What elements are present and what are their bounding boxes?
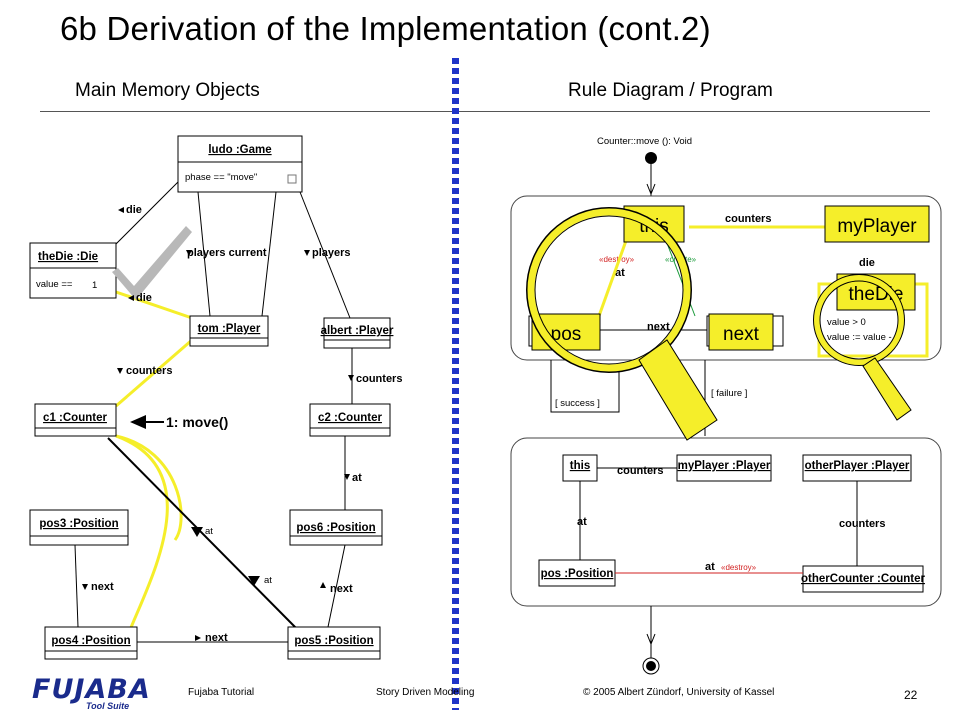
c1-object: c1 :Counter [34, 403, 117, 437]
die-value: 1 [92, 280, 97, 291]
heading-rule [40, 111, 930, 112]
memory-diagram: ludo :Game phase == "move" theDie :Die v… [29, 135, 402, 660]
svg-text:albert :Player: albert :Player [321, 325, 394, 337]
next-label-2: next [330, 583, 353, 595]
at-link-2: at [577, 516, 587, 528]
move-call: 1: move() [130, 414, 228, 430]
svg-text:pos6 :Position: pos6 :Position [296, 522, 375, 534]
svg-text:c1 :Counter: c1 :Counter [43, 412, 107, 424]
value-condition: value > 0 [827, 317, 866, 328]
failure-guard: [ failure ] [711, 388, 747, 399]
die-link-label: die [126, 204, 142, 216]
albert-object: albert :Player [321, 317, 394, 349]
counters-label-2: counters [356, 373, 402, 385]
myplayer-tag: myPlayer [824, 205, 930, 243]
counters-link: counters [725, 213, 771, 225]
svg-text:c2 :Counter: c2 :Counter [318, 412, 382, 424]
game-object: ludo :Game phase == "move" [177, 135, 303, 193]
memory-links [74, 179, 353, 643]
this-object: this [570, 460, 590, 472]
pos3-object: pos3 :Position [29, 509, 129, 546]
right-heading: Rule Diagram / Program [568, 80, 773, 101]
magnifier-icon [526, 207, 718, 441]
die-link-label-2: die [136, 292, 152, 304]
svg-text:myPlayer: myPlayer [837, 216, 917, 237]
at-destroy-link: at [705, 561, 715, 573]
counters-label: counters [126, 365, 172, 377]
pos-object: pos :Position [541, 568, 614, 580]
at-link: at [615, 267, 625, 279]
pos4-object: pos4 :Position [44, 626, 138, 660]
c2-object: c2 :Counter [309, 403, 391, 437]
at-diag-label: at [205, 526, 213, 537]
svg-text:next: next [723, 324, 760, 345]
counters-link-2: counters [617, 465, 663, 477]
pos6-object: pos6 :Position [289, 509, 383, 546]
die-title: theDie :Die [38, 251, 98, 263]
next-label-3: next [205, 632, 228, 644]
game-attr: phase == "move" [185, 172, 257, 183]
at-diag-label-2: at [264, 575, 272, 586]
counters-link-3: counters [839, 518, 885, 530]
svg-text:pos5 :Position: pos5 :Position [294, 635, 373, 647]
players-label: players [312, 247, 351, 259]
fujaba-logo: FUJABA [32, 674, 151, 705]
success-guard: [ success ] [555, 398, 600, 409]
destroy-stereotype: «destroy» [599, 255, 635, 264]
die-object: theDie :Die value == 1 [29, 242, 117, 299]
link-arrows [82, 207, 354, 641]
next-link: next [647, 321, 670, 333]
fujaba-logo-subtitle: Tool Suite [86, 701, 130, 711]
tom-object: tom :Player [189, 315, 269, 347]
checkmark-icon [112, 226, 192, 300]
footer-left: Fujaba Tutorial [188, 687, 255, 698]
next-tag: next [708, 313, 774, 351]
method-signature: Counter::move (): Void [597, 136, 692, 147]
game-title: ludo :Game [208, 144, 271, 156]
die-link: die [859, 257, 875, 269]
svg-text:tom :Player: tom :Player [198, 323, 261, 335]
left-heading: Main Memory Objects [75, 80, 260, 101]
next-label: next [91, 581, 114, 593]
pos5-object: pos5 :Position [287, 626, 381, 660]
players-current-label: players current [187, 247, 267, 259]
value-assignment: value := value - 1 [827, 332, 900, 343]
myplayer-object: myPlayer :Player [678, 460, 771, 472]
die-attr: value == [36, 279, 73, 290]
svg-text:pos3 :Position: pos3 :Position [39, 518, 118, 530]
footer-middle: Story Driven Modeling [376, 687, 475, 698]
highlight-links [115, 290, 193, 631]
page-number: 22 [904, 688, 918, 702]
othercounter-object: otherCounter :Counter [801, 573, 925, 585]
at-label: at [352, 472, 362, 484]
rule-diagram: Counter::move (): Void counters die «des… [510, 136, 942, 675]
page-title: 6b Derivation of the Implementation (con… [60, 10, 711, 47]
svg-text:pos4 :Position: pos4 :Position [51, 635, 130, 647]
svg-text:pos: pos [551, 324, 582, 345]
column-divider [452, 58, 459, 710]
magnifier-icon-small [813, 274, 912, 421]
svg-text:1: move(): 1: move() [166, 414, 228, 430]
footer-right: © 2005 Albert Zündorf, University of Kas… [583, 687, 775, 698]
destroy-stereotype-2: «destroy» [721, 563, 757, 572]
otherplayer-object: otherPlayer :Player [805, 460, 910, 472]
